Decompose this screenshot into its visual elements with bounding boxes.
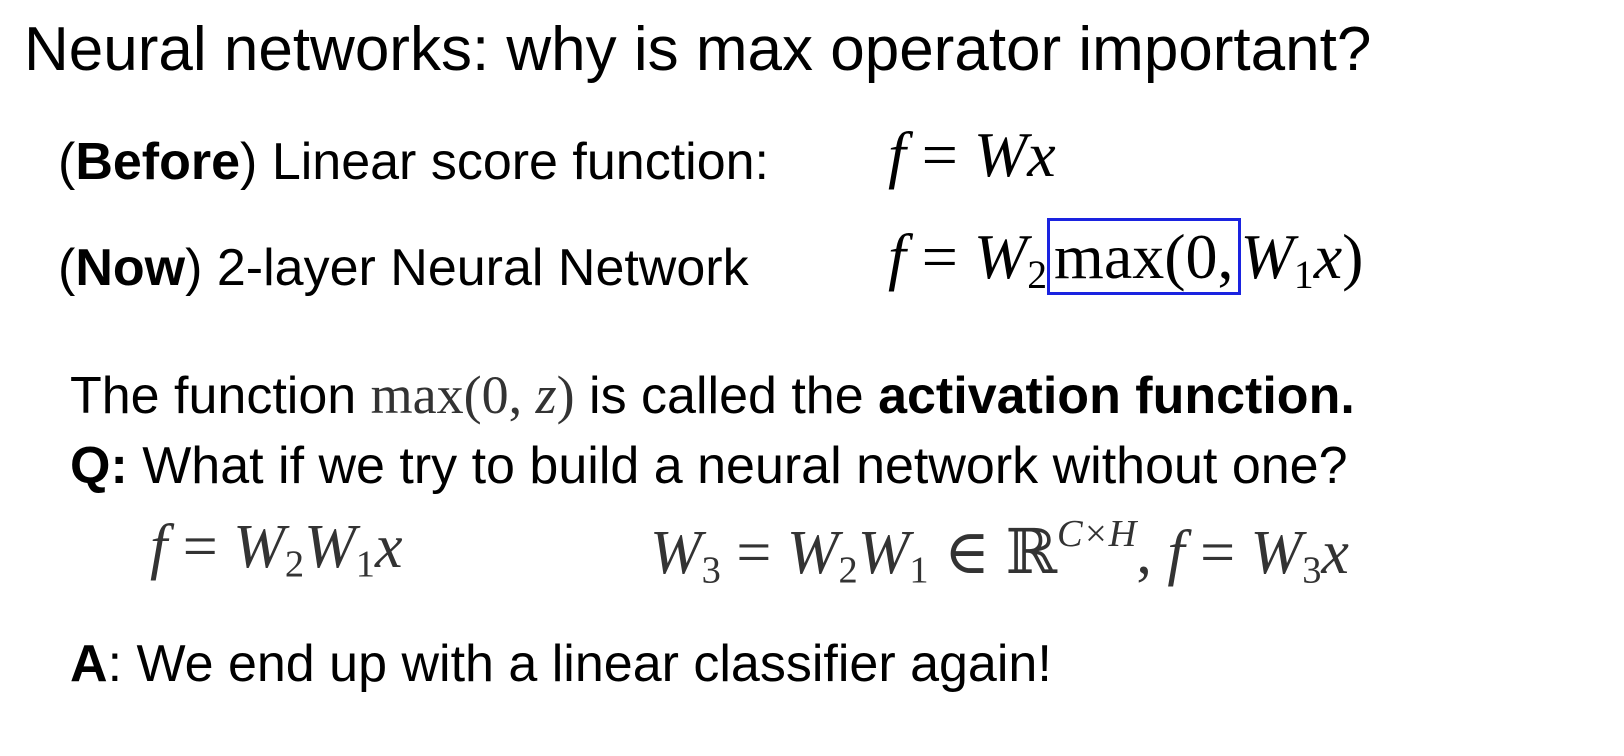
before-label: (Before) Linear score function: xyxy=(58,133,769,191)
now-label: (Now) 2-layer Neural Network xyxy=(58,239,749,297)
collapsed-weight-equation: W3 = W2W1 ∈ ℝC×H, f = W3x xyxy=(650,513,1349,592)
now-tag: Now xyxy=(75,239,186,297)
question-line: Q: What if we try to build a neural netw… xyxy=(70,437,1348,495)
answer-label: A xyxy=(70,635,108,693)
max-expression: max(0, z) xyxy=(370,365,575,425)
activation-function-term: activation function. xyxy=(878,367,1355,425)
question-label: Q: xyxy=(70,437,128,495)
max-highlight-box: max(0, xyxy=(1047,218,1241,295)
before-tag: Before xyxy=(75,133,241,191)
answer-line: A: We end up with a linear classifier ag… xyxy=(70,635,1052,693)
no-activation-equation: f = W2W1x xyxy=(150,513,403,586)
before-text: Linear score function: xyxy=(257,133,769,191)
slide-title: Neural networks: why is max operator imp… xyxy=(24,15,1372,84)
activation-sentence: The function max(0, z) is called the act… xyxy=(70,365,1355,425)
now-text: 2-layer Neural Network xyxy=(202,239,749,297)
linear-score-equation: f = Wx xyxy=(888,119,1056,190)
